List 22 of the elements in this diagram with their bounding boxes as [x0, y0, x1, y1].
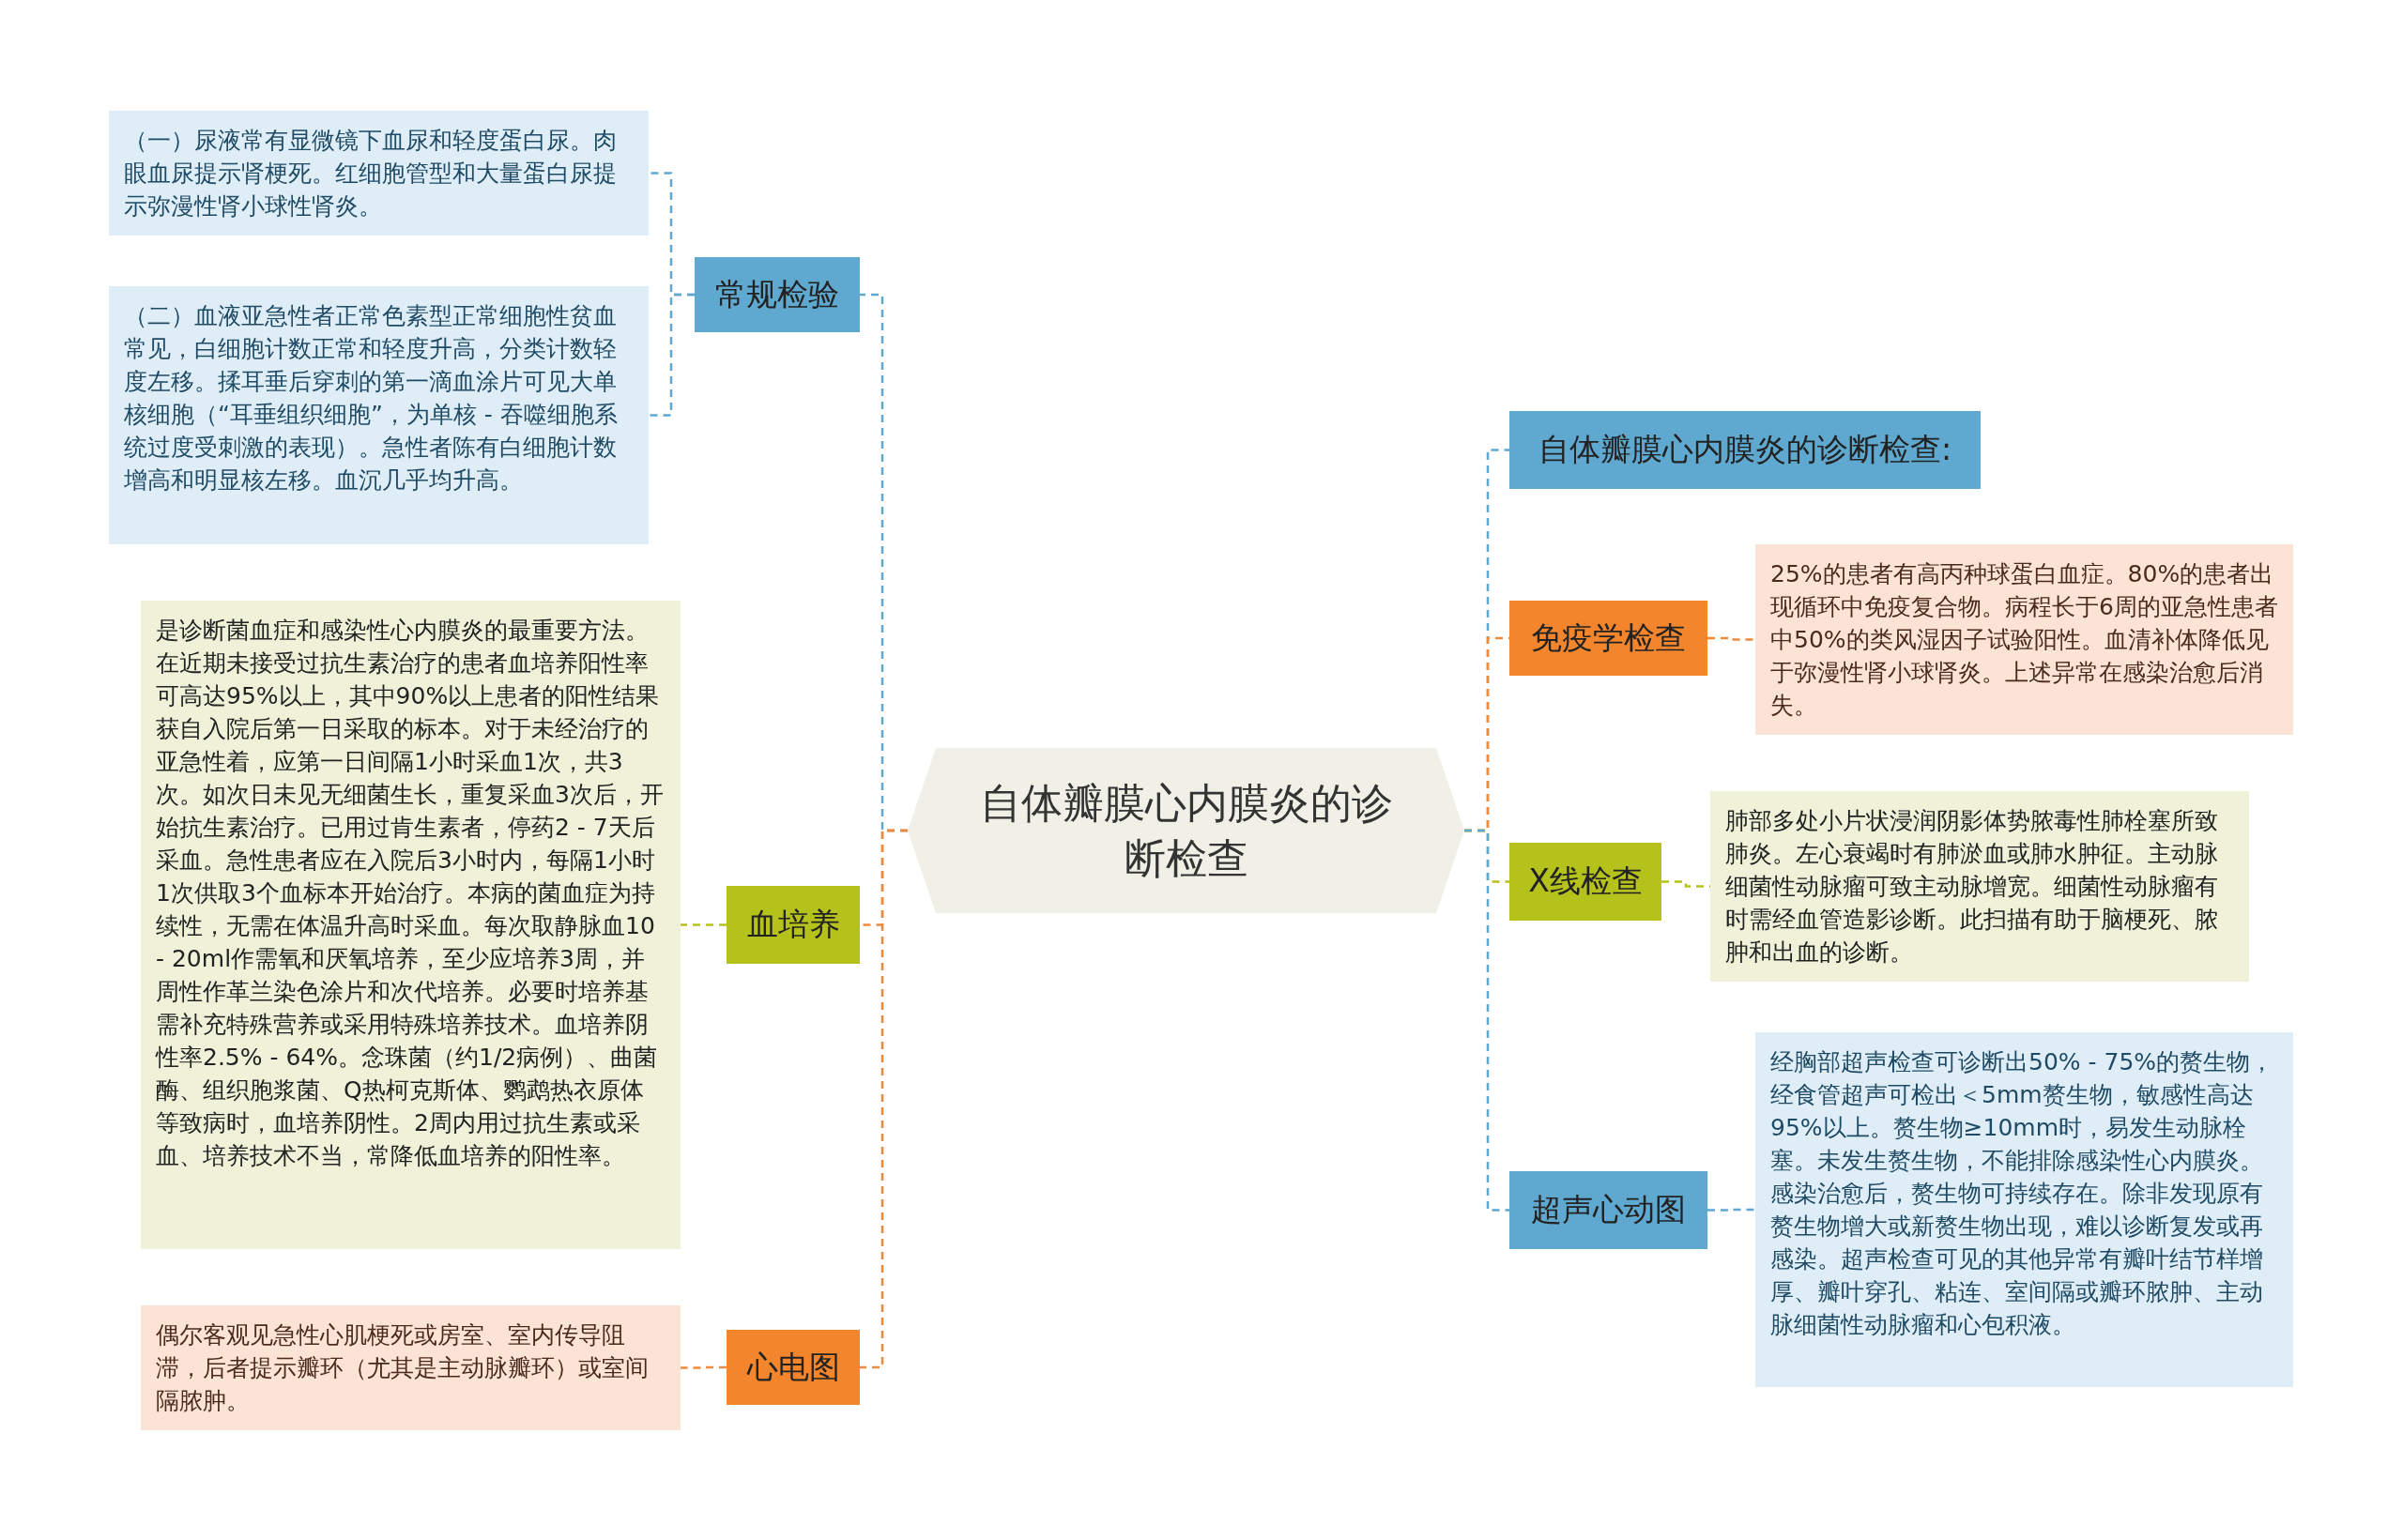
topic-box: 超声心动图: [1509, 1171, 1707, 1249]
connector-line: [860, 829, 908, 1369]
connector-line: [649, 293, 695, 417]
topic-box: 心电图: [727, 1330, 860, 1405]
topic-box: 常规检验: [695, 257, 860, 332]
note-box: 25%的患者有高丙种球蛋白血症。80%的患者出现循环中免疫复合物。病程长于6周的亚急性患者中50%的类风湿因子试验阳性。血清补体降低见于弥漫性肾小球肾炎。上述异常在感染治愈后消失。: [1755, 544, 2293, 735]
topic-box: X线检查: [1509, 843, 1661, 921]
note-box: 偶尔客观见急性心肌梗死或房室、室内传导阻滞，后者提示瓣环（尤其是主动脉瓣环）或室间隔脓肿。: [141, 1305, 681, 1430]
note-box: 是诊断菌血症和感染性心内膜炎的最重要方法。在近期未接受过抗生素治疗的患者血培养阳性率可高达95%以上，其中90%以上患者的阳性结果获自入院后第一日采取的标本。对于未经治疗的亚急性着，应第一日间隔1小时采血1次，共3次。如次日未见无细菌生长，重复采血3次后，开始抗生素治疗。已用过肯生素者，停药2 - 7天后采血。急性患者应在入院后3小时内，每隔1小时1次供取3个血标本开始治疗。本病的菌血症为持续性，无需在体温升高时采血。每次取静脉血10 - 20ml作需氧和厌氧培养，至少应培养3周，并周性作革兰染色涂片和次代培养。必要时培养基需补充特殊营养或采用特殊培养技术。血培养阴性率2.5% - 64%。念珠菌（约1/2病例）、曲菌酶、组织胞浆菌、Q热柯克斯体、鹦鹉热衣原体等致病时，血培养阴性。2周内用过抗生素或采血、培养技术不当，常降低血培养的阳性率。: [141, 601, 681, 1249]
note-box: 经胸部超声检查可诊断出50% - 75%的赘生物，经食管超声可检出＜5mm赘生物，敏感性高达95%以上。赘生物≥10mm时，易发生动脉栓塞。未发生赘生物，不能排除感染性心内膜炎。感染治愈后，赘生物可持续存在。除非发现原有赘生物增大或新赘生物出现，难以诊断复发或再感染。超声检查可见的其他异常有瓣叶结节样增厚、瓣叶穿孔、粘连、室间隔或瓣环脓肿、主动脉细菌性动脉瘤和心包积液。: [1755, 1032, 2293, 1387]
note-box: （一）尿液常有显微镜下血尿和轻度蛋白尿。肉眼血尿提示肾梗死。红细胞管型和大量蛋白尿提示弥漫性肾小球性肾炎。: [109, 111, 649, 236]
connector-line: [681, 923, 727, 926]
note-box: （二）血液亚急性者正常色素型正常细胞性贫血常见，白细胞计数正常和轻度升高，分类计数轻度左移。揉耳垂后穿刺的第一滴血涂片可见大单核细胞（“耳垂组织细胞”，为单核 - 吞噬细胞系统过度受刺激的表现）。急性者陈有白细胞计数增高和明显核左移。血沉几乎均升高。: [109, 286, 649, 544]
topic-box: 血培养: [727, 886, 860, 964]
connector-line: [1707, 636, 1755, 641]
central-topic: 自体瓣膜心内膜炎的诊断检查: [908, 748, 1464, 913]
connector-line: [1707, 1208, 1755, 1212]
connector-line: [1464, 829, 1509, 1212]
topic-box: 免疫学检查: [1509, 601, 1707, 676]
topic-box: 自体瓣膜心内膜炎的诊断检查:: [1509, 411, 1981, 489]
note-box: 肺部多处小片状浸润阴影体势脓毒性肺栓塞所致肺炎。左心衰竭时有肺淤血或肺水肿征。主动脉细菌性动脉瘤可致主动脉增宽。细菌性动脉瘤有时需经血管造影诊断。此扫描有助于脑梗死、脓肿和出血的诊断。: [1710, 791, 2249, 982]
connector-line: [681, 1365, 727, 1369]
